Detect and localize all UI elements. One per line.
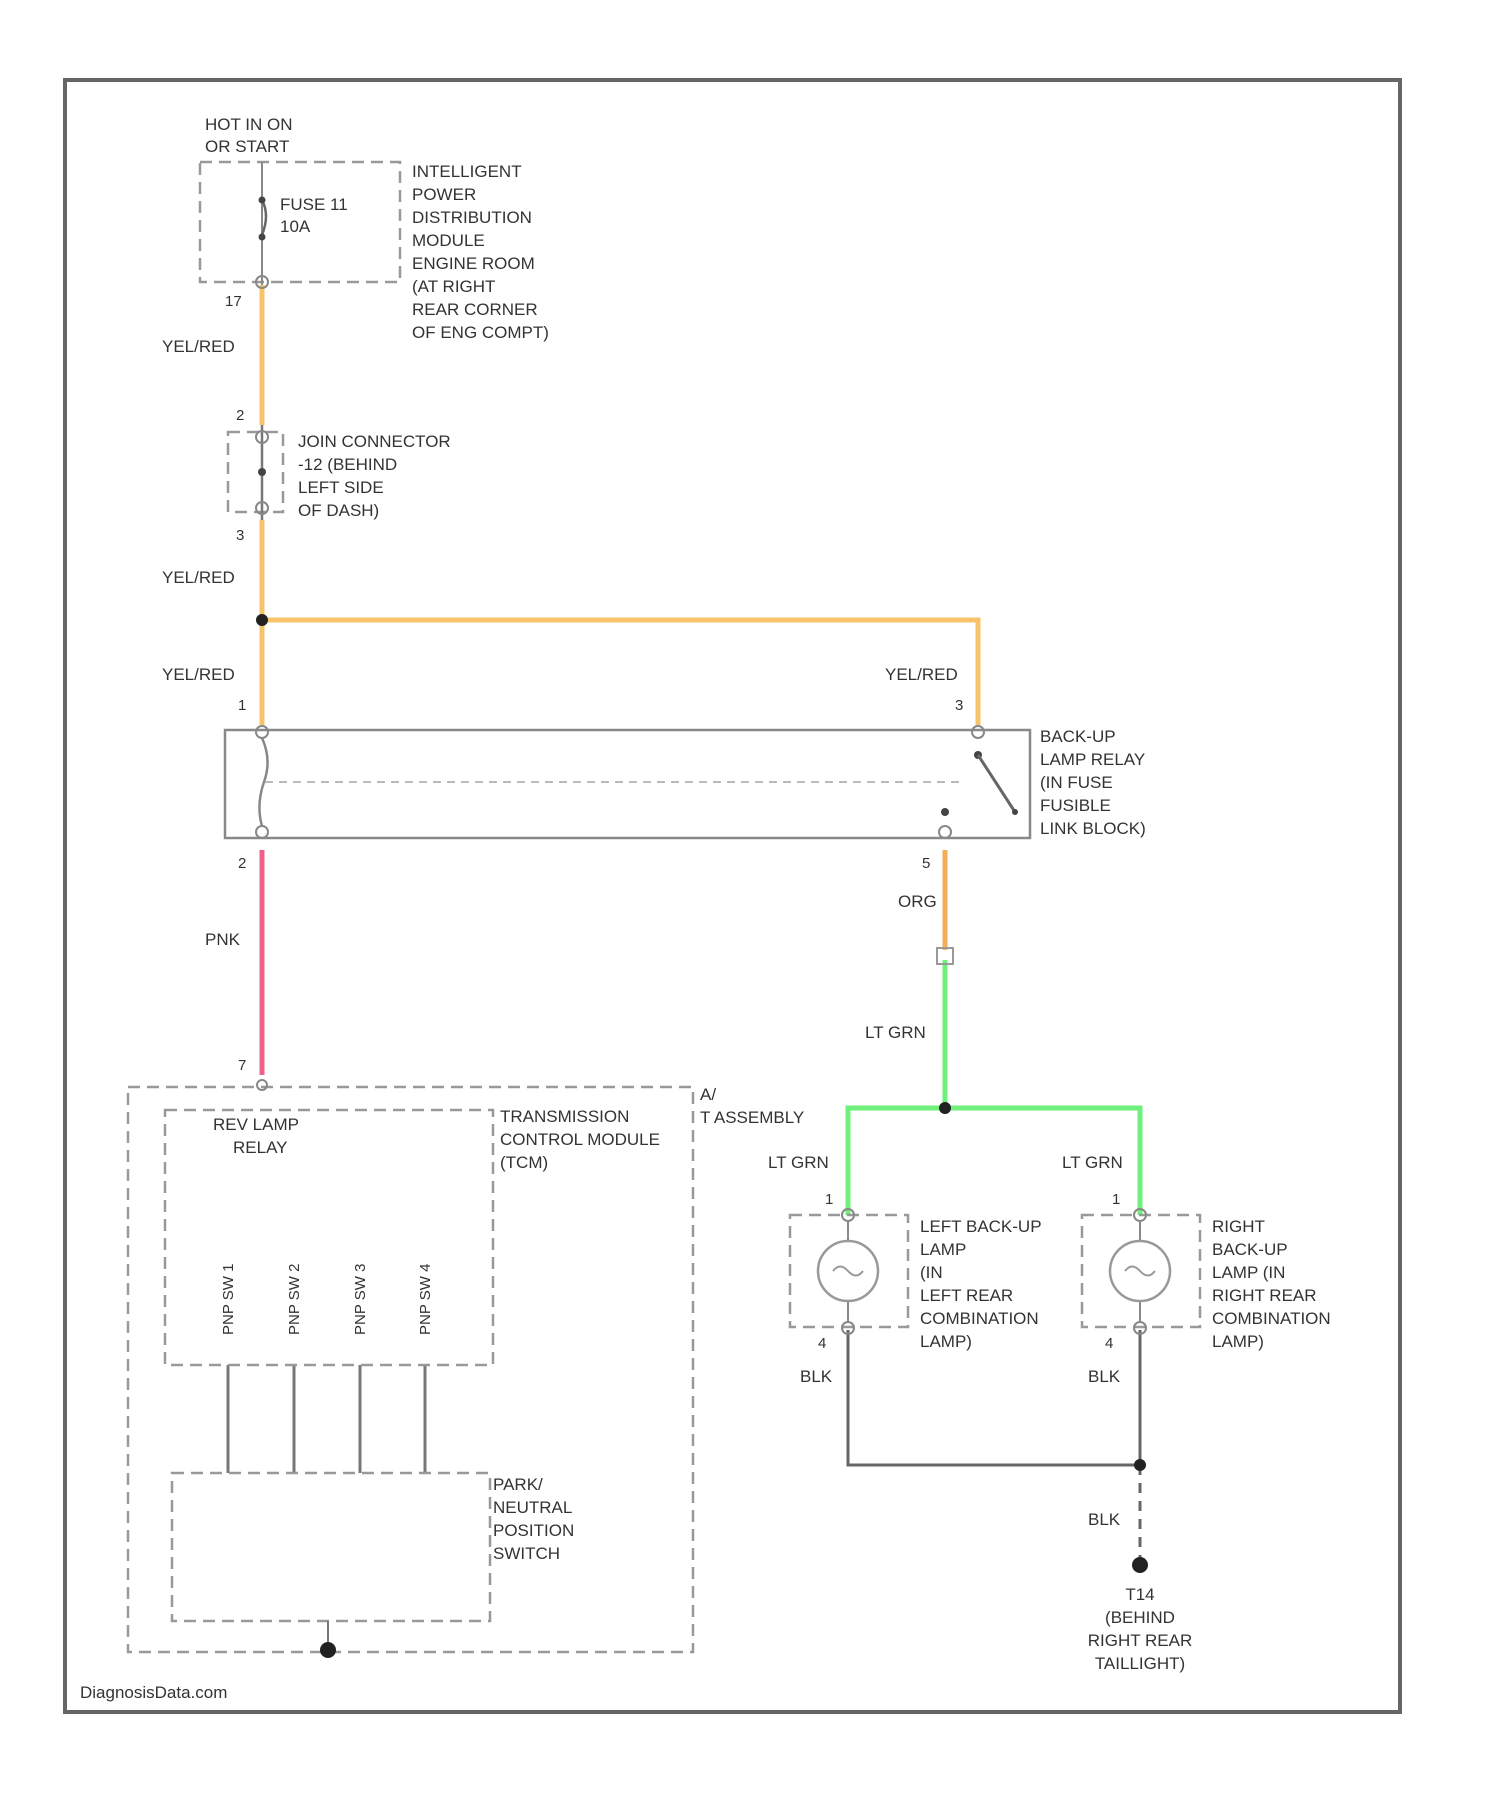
left-lamp-label-0: LEFT BACK-UP xyxy=(920,1217,1042,1236)
ipdm-label-3: MODULE xyxy=(412,231,485,250)
right-lamp-label-0: RIGHT xyxy=(1212,1217,1265,1236)
pin-left-lamp-out: 4 xyxy=(818,1335,826,1352)
relay-label-0: BACK-UP xyxy=(1040,727,1116,746)
wire-label-lt-grn-main: LT GRN xyxy=(865,1023,926,1042)
relay-label-1: LAMP RELAY xyxy=(1040,750,1145,769)
tcm-line3: (TCM) xyxy=(500,1153,548,1172)
jc-label-3: OF DASH) xyxy=(298,501,379,520)
wire-label-org: ORG xyxy=(898,892,937,911)
splice-yel-red xyxy=(256,614,268,626)
pin-left-lamp-in: 1 xyxy=(825,1191,833,1208)
wire-label-blk-right: BLK xyxy=(1088,1367,1121,1386)
wire-label-lt-grn-left: LT GRN xyxy=(768,1153,829,1172)
ipdm-module: FUSE 11 10A HOT IN ON OR START 17 INTELL… xyxy=(200,115,549,342)
wires xyxy=(228,285,1140,1560)
relay-label-3: FUSIBLE xyxy=(1040,796,1111,815)
pin-right-lamp-in: 1 xyxy=(1112,1191,1120,1208)
pin-jc-in: 2 xyxy=(236,407,244,424)
diagram-frame xyxy=(65,80,1400,1712)
splice-lt-grn xyxy=(939,1102,951,1114)
jc-label-1: -12 (BEHIND xyxy=(298,455,397,474)
tcm-line2: CONTROL MODULE xyxy=(500,1130,660,1149)
tcm-ground-icon xyxy=(320,1642,336,1658)
wire-label-yel-red-3: YEL/RED xyxy=(162,665,235,684)
ipdm-label-0: INTELLIGENT xyxy=(412,162,522,181)
assembly-line2: T ASSEMBLY xyxy=(700,1108,804,1127)
wire-yel-red-relay3 xyxy=(262,620,978,725)
left-lamp-label-2: (IN xyxy=(920,1263,943,1282)
pnp-line3: POSITION xyxy=(493,1521,574,1540)
fuse-rating: 10A xyxy=(280,217,311,236)
rev-relay-line1: REV LAMP xyxy=(213,1115,299,1134)
pin-jc-out: 3 xyxy=(236,527,244,544)
ground-t14: T14 (BEHIND RIGHT REAR TAILLIGHT) xyxy=(1088,1557,1193,1673)
ipdm-label-6: REAR CORNER xyxy=(412,300,538,319)
tcm-line1: TRANSMISSION xyxy=(500,1107,629,1126)
power-source-line1: HOT IN ON xyxy=(205,115,293,134)
wire-label-lt-grn-right: LT GRN xyxy=(1062,1153,1123,1172)
ipdm-label-4: ENGINE ROOM xyxy=(412,254,535,273)
tcm-pin-pnp-sw-4: PNP SW 4 xyxy=(417,1264,434,1335)
pin-relay-5: 5 xyxy=(922,855,930,872)
splice-blk xyxy=(1134,1459,1146,1471)
wire-label-yel-red-4: YEL/RED xyxy=(885,665,958,684)
ipdm-label-1: POWER xyxy=(412,185,476,204)
backup-lamp-relay: 1 3 2 5 BACK-UP LAMP RELAY (IN FUSE FUSI… xyxy=(225,697,1146,872)
relay-switch xyxy=(978,755,1015,812)
right-lamp-label-2: LAMP (IN xyxy=(1212,1263,1285,1282)
tcm-pin-pnp-sw-1: PNP SW 1 xyxy=(220,1264,237,1335)
right-lamp-label-3: RIGHT REAR xyxy=(1212,1286,1317,1305)
pin-right-lamp-out: 4 xyxy=(1105,1335,1113,1352)
left-lamp-label-4: COMBINATION xyxy=(920,1309,1039,1328)
wire-label-blk-ground: BLK xyxy=(1088,1510,1121,1529)
wire-label-yel-red-2: YEL/RED xyxy=(162,568,235,587)
ground-line4: TAILLIGHT) xyxy=(1095,1654,1185,1673)
right-backup-lamp: 1 4 RIGHT BACK-UP LAMP (IN RIGHT REAR CO… xyxy=(1082,1191,1331,1352)
at-assembly: 7 REV LAMP RELAY TRANSMISSION CONTROL MO… xyxy=(128,1057,804,1658)
pin-ipdm-out: 17 xyxy=(225,293,242,310)
ipdm-label-5: (AT RIGHT xyxy=(412,277,495,296)
assembly-line1: A/ xyxy=(700,1085,716,1104)
wire-blk-left xyxy=(848,1330,1140,1465)
ground-icon xyxy=(1132,1557,1148,1573)
ipdm-label-2: DISTRIBUTION xyxy=(412,208,532,227)
left-lamp-label-3: LEFT REAR xyxy=(920,1286,1013,1305)
footer-watermark: DiagnosisData.com xyxy=(80,1683,227,1702)
tcm-pin-pnp-sw-2: PNP SW 2 xyxy=(286,1264,303,1335)
pnp-line4: SWITCH xyxy=(493,1544,560,1563)
ground-line2: (BEHIND xyxy=(1105,1608,1175,1627)
wire-label-pnk: PNK xyxy=(205,930,241,949)
ground-line3: RIGHT REAR xyxy=(1088,1631,1193,1650)
pin-relay-1: 1 xyxy=(238,697,246,714)
pnp-line2: NEUTRAL xyxy=(493,1498,572,1517)
ground-line1: T14 xyxy=(1125,1585,1154,1604)
wire-label-yel-red-1: YEL/RED xyxy=(162,337,235,356)
right-lamp-label-4: COMBINATION xyxy=(1212,1309,1331,1328)
relay-box xyxy=(225,730,1030,838)
tcm-box xyxy=(165,1110,493,1365)
tcm-pin-pnp-sw-3: PNP SW 3 xyxy=(352,1264,369,1335)
left-backup-lamp: 1 4 LEFT BACK-UP LAMP (IN LEFT REAR COMB… xyxy=(790,1191,1042,1352)
pnp-line1: PARK/ xyxy=(493,1475,543,1494)
pin-relay-2: 2 xyxy=(238,855,246,872)
power-source-line2: OR START xyxy=(205,137,289,156)
pin-tcm-in: 7 xyxy=(238,1057,246,1074)
relay-label-4: LINK BLOCK) xyxy=(1040,819,1146,838)
pin-relay-3: 3 xyxy=(955,697,963,714)
rev-relay-line2: RELAY xyxy=(233,1138,288,1157)
joint-connector-box xyxy=(228,432,283,512)
left-lamp-label-1: LAMP xyxy=(920,1240,966,1259)
jc-label-0: JOIN CONNECTOR xyxy=(298,432,451,451)
right-lamp-label-5: LAMP) xyxy=(1212,1332,1264,1351)
fuse-name: FUSE 11 xyxy=(280,195,348,214)
relay-label-2: (IN FUSE xyxy=(1040,773,1113,792)
at-assembly-box xyxy=(128,1087,693,1652)
wire-label-blk-left: BLK xyxy=(800,1367,833,1386)
jc-label-2: LEFT SIDE xyxy=(298,478,384,497)
left-lamp-label-5: LAMP) xyxy=(920,1332,972,1351)
ipdm-label-7: OF ENG COMPT) xyxy=(412,323,549,342)
pnp-switch-box xyxy=(172,1473,490,1621)
right-lamp-label-1: BACK-UP xyxy=(1212,1240,1288,1259)
